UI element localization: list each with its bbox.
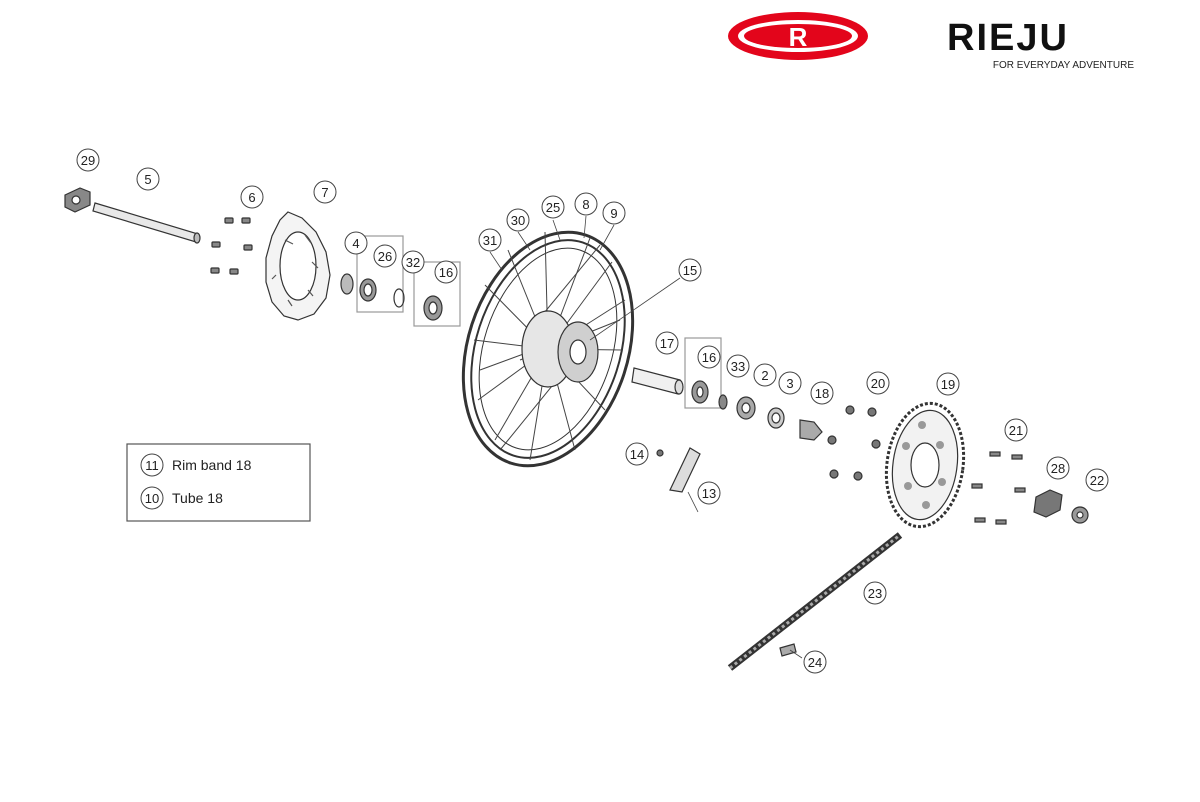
callout-21: 21 — [1009, 423, 1023, 438]
callout-26: 26 — [378, 249, 392, 264]
callout-3: 3 — [786, 376, 793, 391]
callout-32: 32 — [406, 255, 420, 270]
callout-7: 7 — [321, 185, 328, 200]
callout-25: 25 — [546, 200, 560, 215]
screw-14 — [656, 449, 664, 457]
callout-4: 4 — [352, 236, 359, 251]
rear-axle — [92, 202, 201, 244]
callout-17: 17 — [660, 336, 674, 351]
callout-5: 5 — [144, 172, 151, 187]
legend-label-tube: Tube 18 — [172, 490, 223, 506]
callout-33: 33 — [731, 359, 745, 374]
adjuster-bolts — [971, 451, 1026, 525]
legend-label-rim-band: Rim band 18 — [172, 457, 252, 473]
callout-6: 6 — [248, 190, 255, 205]
sprocket-nuts — [827, 405, 881, 481]
callout-8: 8 — [582, 197, 589, 212]
disc-bolts — [210, 217, 253, 275]
legend: 11 Rim band 18 10 Tube 18 — [145, 457, 252, 506]
brake-disc — [265, 211, 331, 321]
callout-23: 23 — [868, 586, 882, 601]
sprocket-carrier-18 — [799, 419, 823, 441]
callout-19: 19 — [941, 377, 955, 392]
callout-14: 14 — [630, 447, 644, 462]
callout-16-left: 16 — [439, 265, 453, 280]
legend-num-10: 10 — [145, 491, 159, 506]
rear-sprocket — [884, 401, 966, 529]
callout-2: 2 — [761, 368, 768, 383]
callout-28: 28 — [1051, 461, 1065, 476]
spacer-17 — [631, 367, 681, 395]
logo-letter: R — [789, 22, 808, 52]
callout-18: 18 — [815, 386, 829, 401]
callout-29: 29 — [81, 153, 95, 168]
seal-4 — [340, 273, 354, 295]
brand-name: RIEJU — [947, 17, 1069, 59]
callout-16-right: 16 — [702, 350, 716, 365]
o-ring-32 — [393, 288, 405, 308]
callout-24: 24 — [808, 655, 822, 670]
callout-15: 15 — [683, 263, 697, 278]
drive-chain — [727, 532, 903, 671]
callout-20: 20 — [871, 376, 885, 391]
callout-9: 9 — [610, 206, 617, 221]
legend-num-11: 11 — [145, 458, 159, 473]
chain-guide-13 — [669, 447, 701, 493]
ring-33 — [718, 394, 728, 410]
chain-adjuster-right — [1033, 489, 1063, 518]
callout-30: 30 — [511, 213, 525, 228]
master-link-24 — [779, 643, 797, 657]
rear-wheel — [461, 230, 635, 468]
callout-31: 31 — [483, 233, 497, 248]
rieju-logo: R RIEJU FOR EVERYDAY ADVENTURE — [728, 12, 1134, 71]
callout-13: 13 — [702, 486, 716, 501]
brand-tagline: FOR EVERYDAY ADVENTURE — [993, 60, 1134, 71]
callout-22: 22 — [1090, 473, 1104, 488]
chain-adjuster-left — [64, 187, 91, 213]
